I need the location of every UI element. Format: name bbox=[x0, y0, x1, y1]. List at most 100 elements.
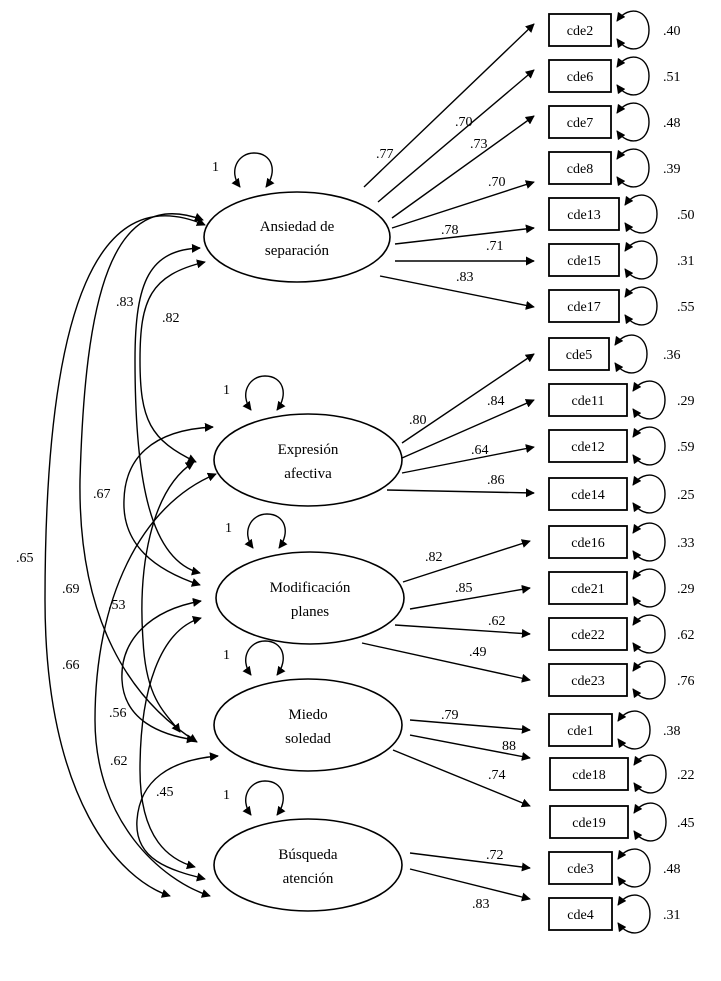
loading-label: .71 bbox=[486, 239, 504, 254]
error-loop bbox=[633, 802, 667, 842]
indicator-box-cde12 bbox=[548, 429, 628, 463]
indicator-label: cde21 bbox=[571, 582, 604, 597]
correlation-label: .82 bbox=[162, 311, 180, 326]
loading-arrow bbox=[394, 624, 531, 638]
error-variance-label: .38 bbox=[663, 724, 681, 739]
indicator-box-cde14 bbox=[548, 477, 628, 511]
variance-label: 1 bbox=[212, 160, 219, 175]
error-loop bbox=[616, 148, 650, 188]
error-variance-label: .59 bbox=[677, 440, 695, 455]
correlation-label: .66 bbox=[62, 658, 80, 673]
indicator-label: cde19 bbox=[572, 816, 605, 831]
variance-loop bbox=[244, 513, 288, 549]
error-loop bbox=[616, 56, 650, 96]
loading-label: .79 bbox=[441, 708, 459, 723]
error-loop bbox=[616, 102, 650, 142]
error-loop bbox=[624, 286, 658, 326]
factor-label: planes bbox=[291, 604, 329, 620]
factor-label: atención bbox=[283, 871, 334, 887]
correlation-label: .69 bbox=[62, 582, 80, 597]
indicator-label: cde13 bbox=[567, 208, 600, 223]
indicator-label: cde16 bbox=[571, 536, 604, 551]
error-loop bbox=[632, 614, 666, 654]
loading-label: .62 bbox=[488, 614, 506, 629]
indicator-label: cde5 bbox=[566, 348, 592, 363]
error-loop bbox=[633, 754, 667, 794]
indicator-box-cde22 bbox=[548, 617, 628, 651]
error-variance-label: .45 bbox=[677, 816, 695, 831]
correlation-arrow-f2-f5 bbox=[94, 472, 217, 898]
loading-label: .70 bbox=[488, 175, 506, 190]
error-loop bbox=[632, 568, 666, 608]
indicator-label: cde11 bbox=[572, 394, 605, 409]
indicator-box-cde3 bbox=[548, 851, 613, 885]
factor-label: soledad bbox=[285, 731, 331, 747]
loading-arrow bbox=[409, 719, 531, 734]
loading-label: .72 bbox=[486, 848, 504, 863]
variance-label: 1 bbox=[223, 788, 230, 803]
loading-label: .83 bbox=[472, 897, 490, 912]
loading-arrow bbox=[377, 69, 535, 203]
correlation-arrow-f3-f5 bbox=[139, 615, 202, 870]
loading-arrow bbox=[361, 642, 531, 683]
indicator-box-cde23 bbox=[548, 663, 628, 697]
correlation-arrow-f2-f3 bbox=[123, 422, 214, 587]
loading-label: .80 bbox=[409, 413, 427, 428]
error-loop bbox=[617, 710, 651, 750]
loading-label: .70 bbox=[455, 115, 473, 130]
correlation-layer: .82.83.69.65.67.53.66.56.62.45 bbox=[16, 212, 219, 898]
loading-label: .78 bbox=[441, 223, 459, 238]
error-loop bbox=[632, 660, 666, 700]
loading-label: .85 bbox=[455, 581, 473, 596]
indicator-label: cde12 bbox=[571, 440, 604, 455]
indicator-label: cde7 bbox=[567, 116, 593, 131]
indicator-label: cde15 bbox=[567, 254, 600, 269]
loading-arrow bbox=[392, 749, 531, 808]
indicator-box-cde19 bbox=[549, 805, 629, 839]
error-loop bbox=[632, 474, 666, 514]
loading-arrow bbox=[386, 488, 535, 498]
correlation-label: .62 bbox=[110, 754, 128, 769]
error-variance-label: .31 bbox=[677, 254, 695, 269]
error-loop bbox=[614, 334, 648, 374]
factor-label: Miedo bbox=[288, 707, 327, 723]
indicator-box-cde1 bbox=[548, 713, 613, 747]
factor-label: Búsqueda bbox=[278, 847, 338, 863]
indicator-box-cde16 bbox=[548, 525, 628, 559]
factor-label: Modificación bbox=[270, 580, 351, 596]
loading-arrow bbox=[409, 734, 531, 761]
loading-arrow bbox=[401, 353, 535, 444]
loading-label: .77 bbox=[376, 147, 394, 162]
loading-label: 88 bbox=[502, 739, 516, 754]
loading-label: .64 bbox=[471, 443, 489, 458]
indicator-label: cde2 bbox=[567, 24, 593, 39]
error-variance-label: .51 bbox=[663, 70, 681, 85]
error-loop bbox=[617, 894, 651, 934]
loading-label: .74 bbox=[488, 768, 506, 783]
correlation-arrow-f4-f5 bbox=[136, 752, 219, 882]
indicator-box-cde18 bbox=[549, 757, 629, 791]
factor-ellipse-f4 bbox=[213, 678, 403, 772]
loading-arrow bbox=[363, 23, 535, 188]
variance-label: 1 bbox=[225, 521, 232, 536]
variance-label: 1 bbox=[223, 648, 230, 663]
indicator-label: cde4 bbox=[567, 908, 593, 923]
correlation-label: .83 bbox=[116, 295, 134, 310]
variance-loop bbox=[242, 375, 286, 411]
error-variance-label: .36 bbox=[663, 348, 681, 363]
indicator-label: cde6 bbox=[567, 70, 593, 85]
loading-arrow bbox=[379, 275, 535, 310]
error-variance-label: .29 bbox=[677, 582, 695, 597]
error-variance-label: .29 bbox=[677, 394, 695, 409]
indicator-box-cde17 bbox=[548, 289, 620, 323]
indicator-box-cde5 bbox=[548, 337, 610, 371]
indicator-label: cde1 bbox=[567, 724, 593, 739]
indicator-box-cde6 bbox=[548, 59, 612, 93]
loading-layer: .77.70.73.70.78.71.83.80.84.64.86.82.85.… bbox=[361, 23, 535, 912]
indicator-label: cde23 bbox=[571, 674, 604, 689]
factor-label: afectiva bbox=[284, 466, 332, 482]
indicator-label: cde17 bbox=[567, 300, 600, 315]
error-loop bbox=[616, 10, 650, 50]
error-variance-label: .50 bbox=[677, 208, 695, 223]
